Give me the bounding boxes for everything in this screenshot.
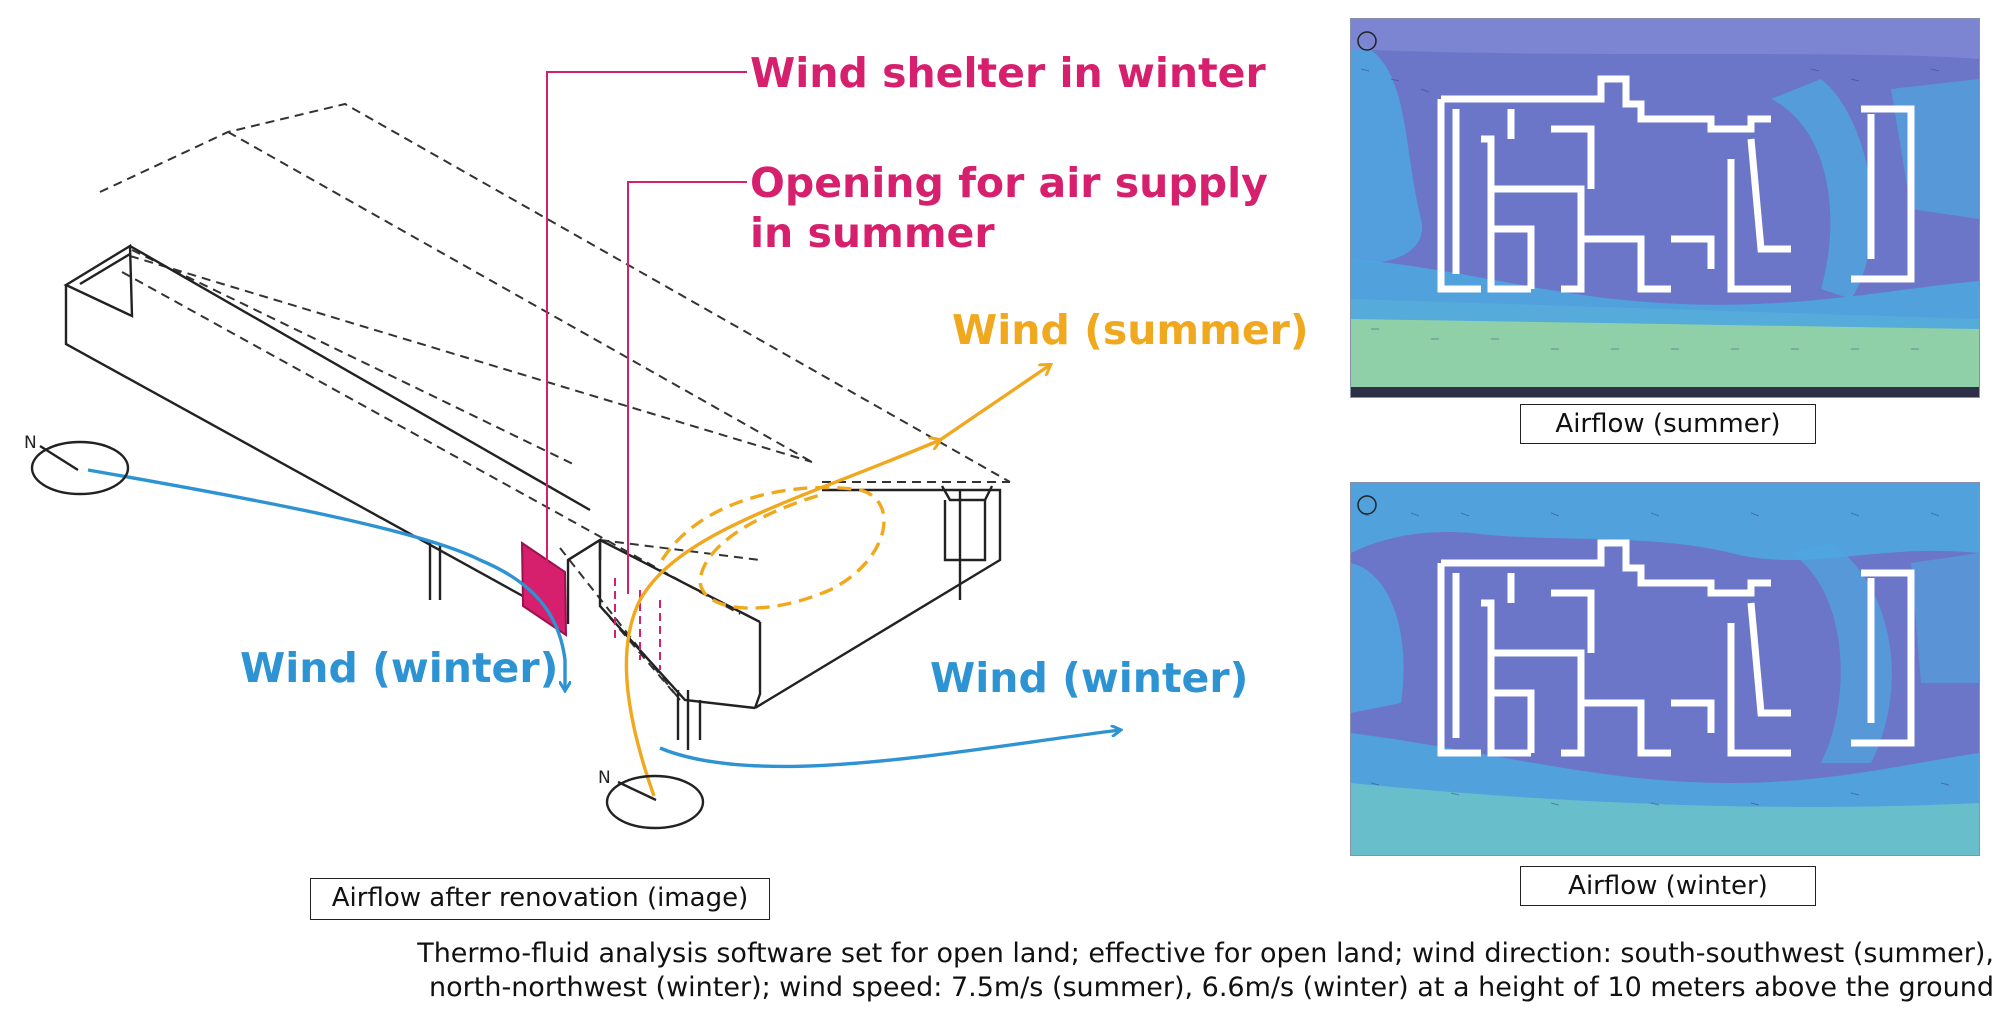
floor-plan-summer [1437,75,1915,293]
wind-summer-label: Wind (summer) [952,306,1309,354]
callout-leaders [546,71,747,594]
flow-arrows-summer [1360,68,1940,350]
winter-caption: Airflow (winter) [1520,866,1816,906]
wind-winter-label-left: Wind (winter) [240,644,559,692]
north-mark-winter: N [24,433,37,453]
wind-winter-label-right: Wind (winter) [930,654,1249,702]
sim-panel-summer [1350,18,1980,398]
analysis-note-line1: Thermo-fluid analysis software set for o… [417,938,1994,969]
sim-panel-winter [1350,482,1980,856]
building-walls [63,243,1002,750]
summer-wind-path [624,365,1050,797]
isometric-airflow-diagram [30,71,1320,830]
winter-wind-path [87,468,1120,769]
air-supply-opening [614,578,661,670]
compass-summer [605,774,705,830]
north-mark-summer: N [598,768,611,788]
wind-shelter-label: Wind shelter in winter [750,49,1266,97]
opening-label-line2: in summer [750,209,995,257]
opening-label-line1: Opening for air supply [750,159,1268,207]
analysis-note-line2: north-northwest (winter); wind speed: 7.… [429,972,1994,1003]
compass-winter [30,440,130,496]
renovation-caption: Airflow after renovation (image) [310,878,770,920]
floor-plan-winter [1437,539,1915,757]
summer-caption: Airflow (summer) [1520,404,1816,444]
